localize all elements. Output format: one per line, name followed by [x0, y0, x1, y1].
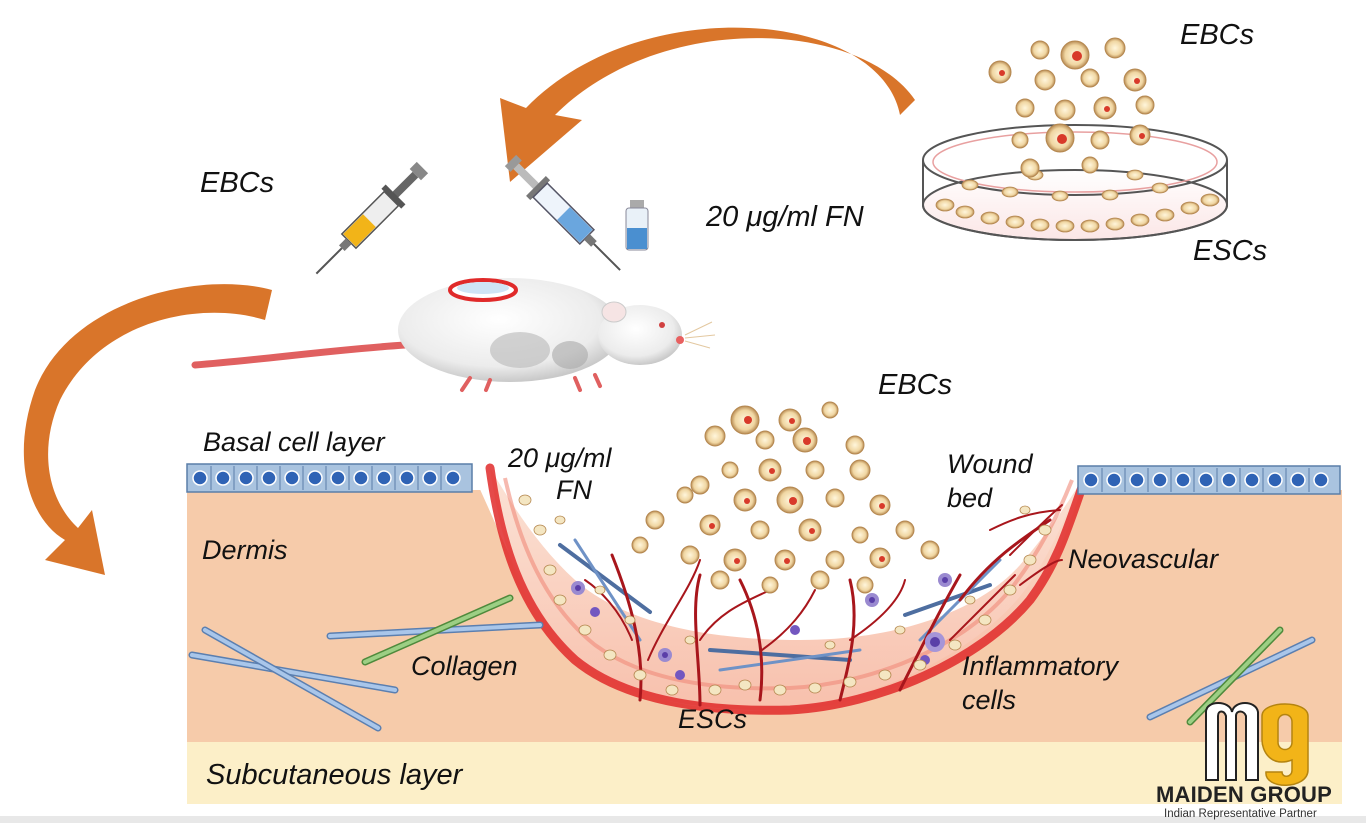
brand-block: MAIDEN GROUP Indian Representative Partn…	[1150, 700, 1362, 822]
inflammatory-cells-label-line2: cells	[962, 685, 1017, 715]
ebcs-syringe-label: EBCs	[200, 167, 275, 199]
brand-name: MAIDEN GROUP	[1156, 782, 1332, 807]
escs-wound-label: ESCs	[678, 704, 748, 734]
inflammatory-cells-label-line1: Inflammatory	[962, 651, 1119, 681]
vial-icon	[625, 200, 649, 251]
subcutaneous-layer	[187, 742, 1342, 804]
subcutaneous-layer-label: Subcutaneous layer	[206, 759, 463, 791]
fn-top-label: 20 μg/ml FN	[706, 201, 864, 233]
esc-cells-dish	[935, 169, 1220, 233]
petri-dish	[922, 37, 1228, 241]
collagen-label: Collagen	[411, 651, 518, 681]
escs-dish-label: ESCs	[1193, 235, 1268, 267]
ebc-cells-wound	[631, 401, 940, 594]
syringe-ebcs-icon	[315, 161, 429, 275]
collagen-fibers	[188, 594, 1316, 732]
ebcs-dish-label: EBCs	[1180, 19, 1255, 51]
fn-wound-label-line2: FN	[556, 475, 592, 505]
ebcs-wound-label: EBCs	[878, 369, 953, 401]
arrow-dish-to-rat	[500, 27, 915, 183]
wound-rim	[485, 463, 1093, 715]
maiden-group-logo-icon	[1205, 702, 1309, 786]
wound-bed-label-line1: Wound	[947, 449, 1033, 479]
neovascular-label: Neovascular	[1068, 544, 1219, 574]
fn-wound-label-line1: 20 μg/ml	[508, 443, 612, 473]
basal-cell-layer-label: Basal cell layer	[203, 427, 385, 457]
rat-icon	[191, 278, 716, 392]
basal-cell-layer-right	[1077, 465, 1341, 495]
ebc-cells-dish	[988, 37, 1155, 178]
neovascular-vessels	[584, 504, 1063, 707]
basal-cell-layer-left	[186, 463, 473, 493]
esc-cells-wound	[518, 494, 1052, 696]
dermis-label: Dermis	[202, 535, 288, 565]
syringe-fn-icon	[504, 154, 621, 271]
skin-cross-section	[186, 401, 1342, 804]
arrow-rat-to-wound	[23, 284, 273, 575]
wound-bed-label-line2: bed	[947, 483, 993, 513]
inflammatory-cells	[571, 573, 952, 680]
brand-subtitle: Indian Representative Partner	[1164, 808, 1317, 820]
